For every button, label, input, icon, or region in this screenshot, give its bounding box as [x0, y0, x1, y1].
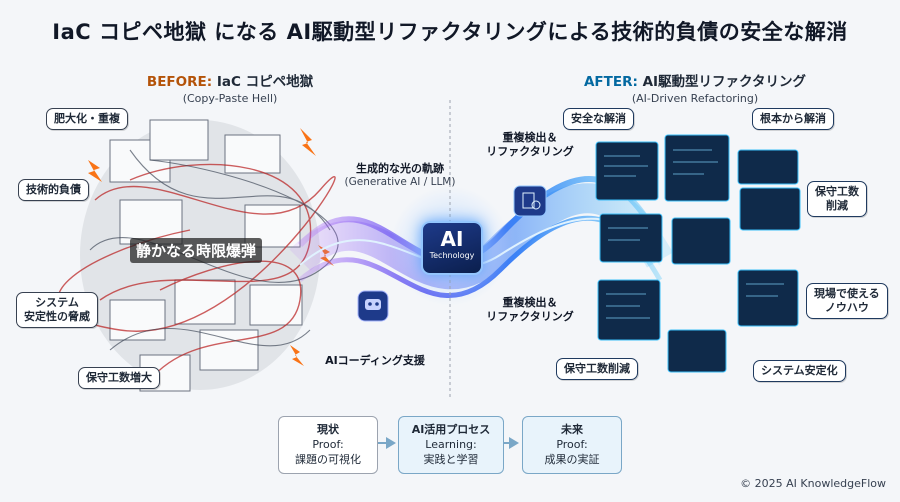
- callout-field-knowhow: 現場で使える ノウハウ: [806, 283, 888, 319]
- light-trail-subtitle: (Generative AI / LLM): [344, 176, 456, 189]
- flow-step-line2: 成果の実証: [544, 452, 600, 466]
- refactored-code-panels: [595, 134, 801, 373]
- flow-step-heading: AI活用プロセス: [411, 423, 491, 436]
- flow-step-current: 現状 Proof: 課題の可視化: [278, 416, 378, 474]
- page-title: IaC コピペ地獄 になる AI駆動型リファクタリングによる技術的負債の安全な解…: [52, 20, 848, 44]
- dedup-label-bottom: 重複検出＆ リファクタリング: [486, 296, 574, 324]
- callout-tech-debt: 技術的負債: [18, 179, 89, 201]
- flow-step-line1: Proof:: [556, 437, 588, 451]
- callout-system-stability: システム安定化: [753, 360, 846, 382]
- callout-safe-resolution: 安全な解消: [563, 108, 634, 130]
- time-bomb-label: 静かなる時限爆弾: [130, 238, 263, 263]
- callout-maintenance-reduction: 保守工数 削減: [807, 181, 867, 217]
- callout-stability-threat: システム 安定性の脅威: [16, 292, 98, 328]
- light-trail-label: 生成的な光の軌跡 (Generative AI / LLM): [335, 162, 465, 190]
- light-trail-title: 生成的な光の軌跡: [356, 162, 444, 175]
- document-search-icon: [513, 185, 547, 217]
- before-title: IaC コピペ地獄: [216, 74, 314, 90]
- flow-step-process: AI活用プロセス Learning: 実践と学習: [398, 416, 504, 474]
- flow-step-future: 未来 Proof: 成果の実証: [522, 416, 622, 474]
- before-lead: BEFORE:: [146, 74, 213, 90]
- ai-label: AI: [440, 227, 464, 251]
- coding-support-label: AIコーディング支援: [325, 354, 425, 367]
- arrow-icon: [386, 437, 396, 449]
- callout-bloat: 肥大化・重複: [46, 108, 128, 130]
- after-lead: AFTER:: [583, 74, 638, 90]
- callout-root-resolution: 根本から解消: [752, 108, 834, 130]
- after-title: AI駆動型リファクタリング: [642, 74, 807, 90]
- copyright-notice: © 2025 AI KnowledgeFlow: [740, 477, 886, 490]
- flow-step-line1: Learning:: [425, 437, 477, 451]
- callout-maintenance-increase: 保守工数増大: [78, 367, 160, 389]
- flow-step-line2: 課題の可視化: [295, 452, 361, 466]
- dedup-label-top: 重複検出＆ リファクタリング: [486, 131, 574, 159]
- before-subtitle: (Copy-Paste Hell): [182, 92, 278, 105]
- ai-technology-badge: AI Technology: [421, 221, 483, 275]
- callout-maintenance-reduction-2: 保守工数削減: [556, 358, 638, 380]
- ai-sub-label: Technology: [429, 251, 475, 260]
- after-heading: AFTER: AI駆動型リファクタリング (AI-Driven Refactor…: [575, 70, 815, 105]
- after-subtitle: (AI-Driven Refactoring): [631, 92, 759, 105]
- flow-step-line2: 実践と学習: [423, 452, 479, 466]
- before-heading: BEFORE: IaC コピペ地獄 (Copy-Paste Hell): [120, 70, 340, 105]
- flow-step-line1: Proof:: [312, 437, 344, 451]
- flow-step-heading: 未来: [561, 423, 583, 436]
- arrow-icon: [509, 437, 519, 449]
- flow-step-heading: 現状: [317, 423, 339, 436]
